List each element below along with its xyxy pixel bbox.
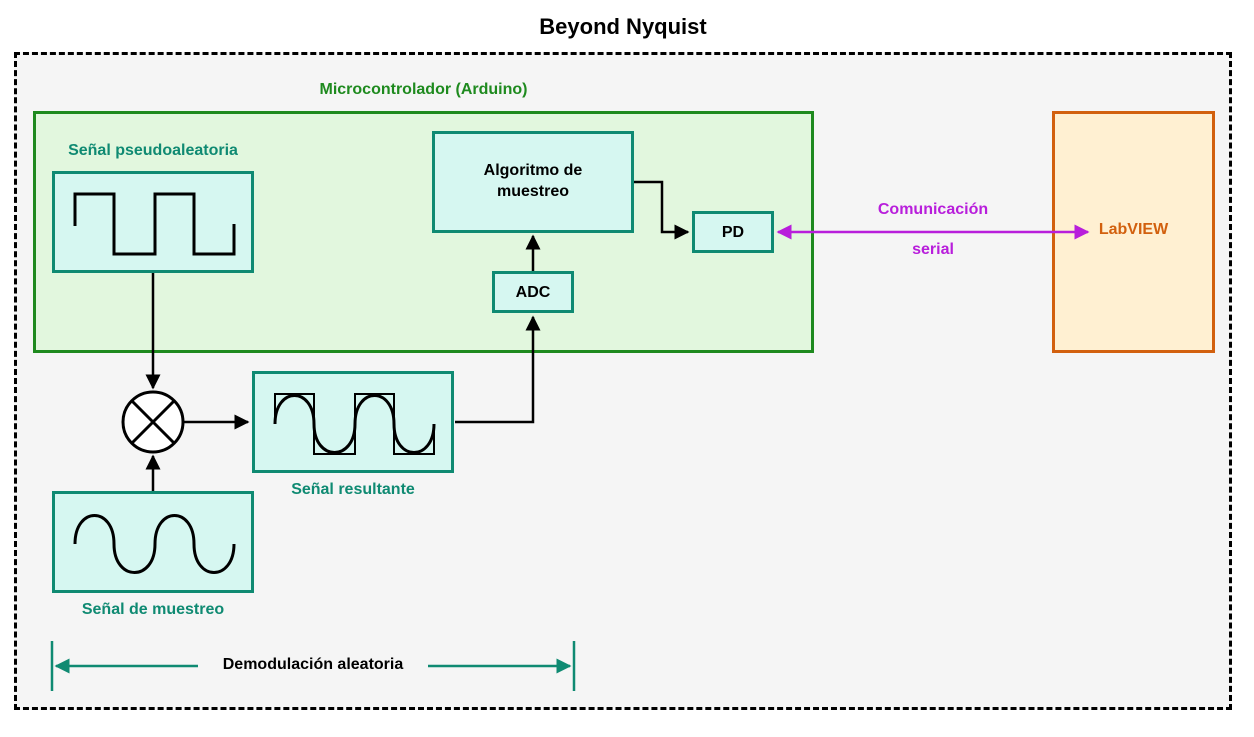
adc-label: ADC	[515, 284, 551, 301]
result-to-adc-arrow	[455, 315, 541, 424]
algorithm-to-pd-arrow	[634, 180, 690, 240]
sampling-signal-block	[52, 491, 254, 593]
sine-wave-icon	[73, 514, 236, 574]
sampling-signal-label: Señal de muestreo	[81, 601, 225, 618]
result-signal-label: Señal resultante	[291, 481, 415, 498]
pd-block: PD	[692, 211, 774, 253]
serial-label: serial	[912, 241, 954, 258]
result-signal-block	[252, 371, 454, 473]
pseudo-signal-block	[52, 171, 254, 273]
pd-label: PD	[721, 224, 745, 241]
communication-label: Comunicación	[877, 201, 989, 218]
demodulation-span	[50, 641, 576, 691]
algorithm-label-line1: Algoritmo de	[483, 162, 583, 179]
demodulation-label: Demodulación aleatoria	[222, 656, 404, 673]
square-wave-icon	[73, 192, 236, 256]
multiplier-icon	[121, 390, 185, 454]
pseudo-signal-label: Señal pseudoaleatoria	[68, 142, 238, 159]
microcontroller-label: Microcontrolador (Arduino)	[319, 81, 528, 98]
diagram-title: Beyond Nyquist	[539, 14, 707, 39]
sampling-algorithm-block: Algoritmo de muestreo	[432, 131, 634, 233]
algorithm-label-line2: muestreo	[496, 183, 570, 200]
modulated-wave-icon	[273, 393, 436, 455]
adc-block: ADC	[492, 271, 574, 313]
labview-label: LabVIEW	[1098, 221, 1169, 238]
